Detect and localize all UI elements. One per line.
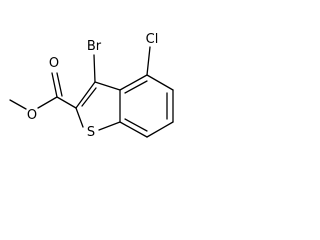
bond-c3a-c4 (119, 74, 148, 91)
bond-carbonyl-ester-o (37, 96, 58, 109)
ester-oxygen-label: O (27, 108, 37, 123)
bromine-label: Br (87, 39, 102, 54)
bond-c2-carbonyl (56, 96, 77, 109)
bond-c3a-c4-inner (124, 80, 148, 94)
bond-c7-c7a (119, 121, 148, 138)
bond-c7-c7a-inner (124, 118, 148, 132)
bond-c3-br (93, 54, 96, 83)
bond-c4-cl (146, 46, 151, 76)
bond-c2-c3-inner (81, 87, 97, 107)
bond-c7a-s (98, 121, 121, 131)
bond-carbonyl-o-double-2 (56, 72, 63, 97)
bond-s-c2 (75, 107, 84, 128)
bond-c3-c3a (94, 81, 121, 91)
bond-ester-o-methyl (9, 99, 27, 110)
bond-carbonyl-o-double-1 (51, 72, 58, 98)
chlorine-label: Cl (146, 32, 159, 47)
sulfur-label: S (87, 125, 95, 140)
carbonyl-oxygen-label: O (49, 56, 59, 71)
bond-c6-c7 (146, 121, 174, 138)
bond-c4-c5 (146, 74, 174, 91)
chemical-structure-diagram: Br Cl S O O (9, 32, 174, 140)
bond-c2-c3 (75, 81, 96, 109)
